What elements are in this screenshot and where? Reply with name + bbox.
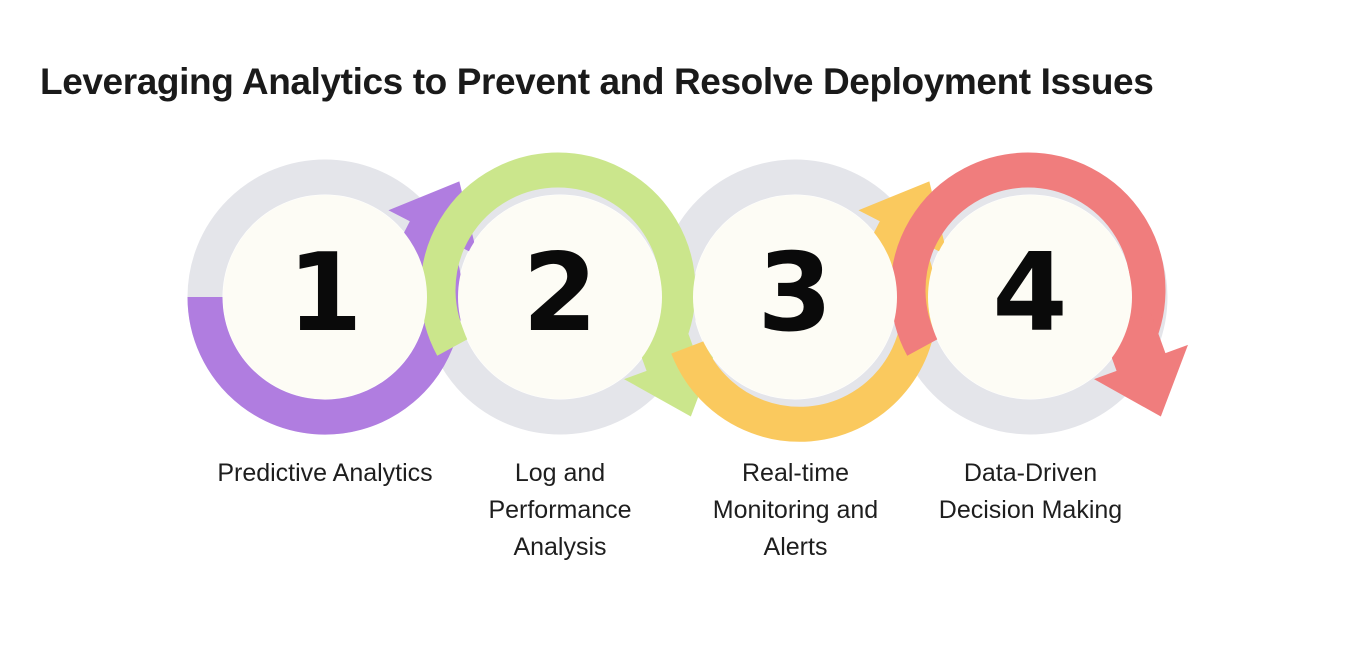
step-flow-svg (187, 152, 1188, 442)
step-label-1: Predictive Analytics (217, 459, 433, 487)
step-arc-path-2 (420, 152, 696, 356)
inner-disc-3 (693, 195, 897, 399)
step-label-4: Data-Driven Decision Making (938, 459, 1123, 524)
step-label-2: Log and Performance Analysis (488, 459, 632, 561)
step-flow-diagram (0, 120, 1360, 480)
inner-disc-1 (223, 195, 427, 399)
step-arc-path-4 (890, 152, 1166, 356)
inner-discs (223, 195, 1132, 399)
inner-disc-4 (928, 195, 1132, 399)
step-label-3: Real-time Monitoring and Alerts (712, 459, 879, 561)
step-labels: Predictive Analytics Log and Performance… (0, 455, 1360, 595)
inner-disc-2 (458, 195, 662, 399)
page-title: Leveraging Analytics to Prevent and Reso… (40, 60, 1154, 102)
